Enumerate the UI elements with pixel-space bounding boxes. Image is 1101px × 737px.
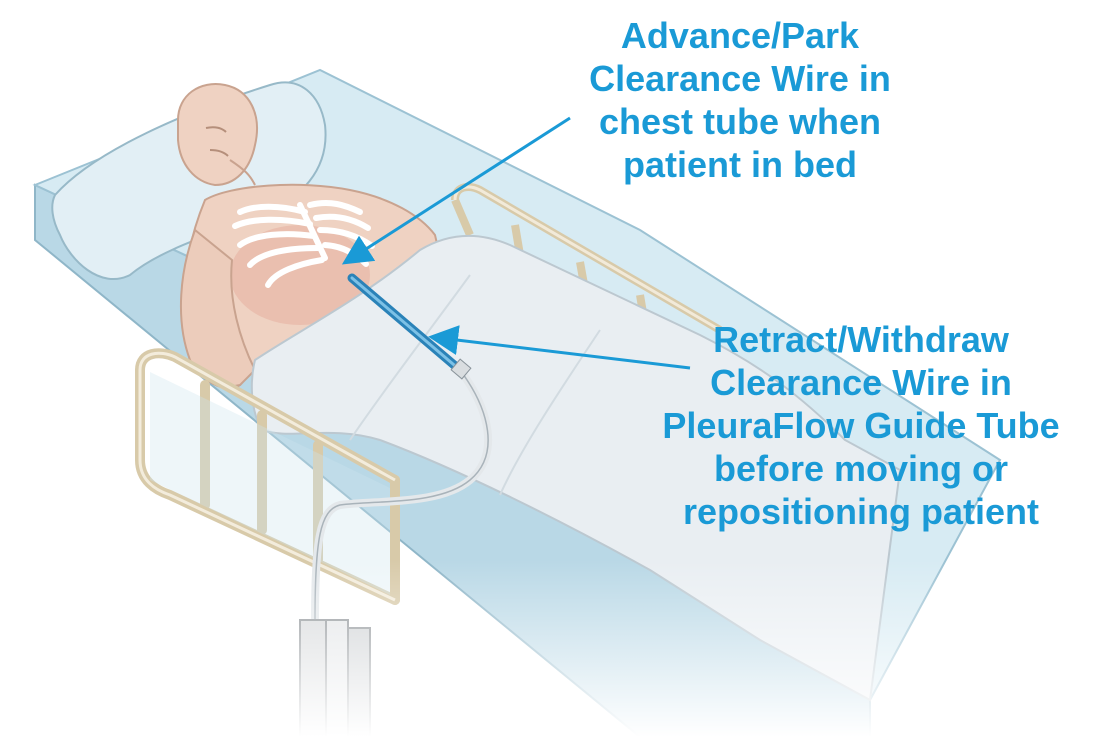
callout-line: patient in bed bbox=[560, 143, 920, 186]
callout-line: Retract/Withdraw bbox=[630, 318, 1092, 361]
callout-line: Clearance Wire in bbox=[630, 361, 1092, 404]
advance-park-callout: Advance/Park Clearance Wire in chest tub… bbox=[560, 14, 920, 186]
patient-head bbox=[178, 84, 257, 185]
callout-line: Advance/Park bbox=[560, 14, 920, 57]
callout-line: before moving or bbox=[630, 447, 1092, 490]
callout-line: chest tube when bbox=[560, 100, 920, 143]
retract-withdraw-callout: Retract/Withdraw Clearance Wire in Pleur… bbox=[630, 318, 1092, 533]
callout-line: Clearance Wire in bbox=[560, 57, 920, 100]
callout-line: repositioning patient bbox=[630, 490, 1092, 533]
callout-line: PleuraFlow Guide Tube bbox=[630, 404, 1092, 447]
